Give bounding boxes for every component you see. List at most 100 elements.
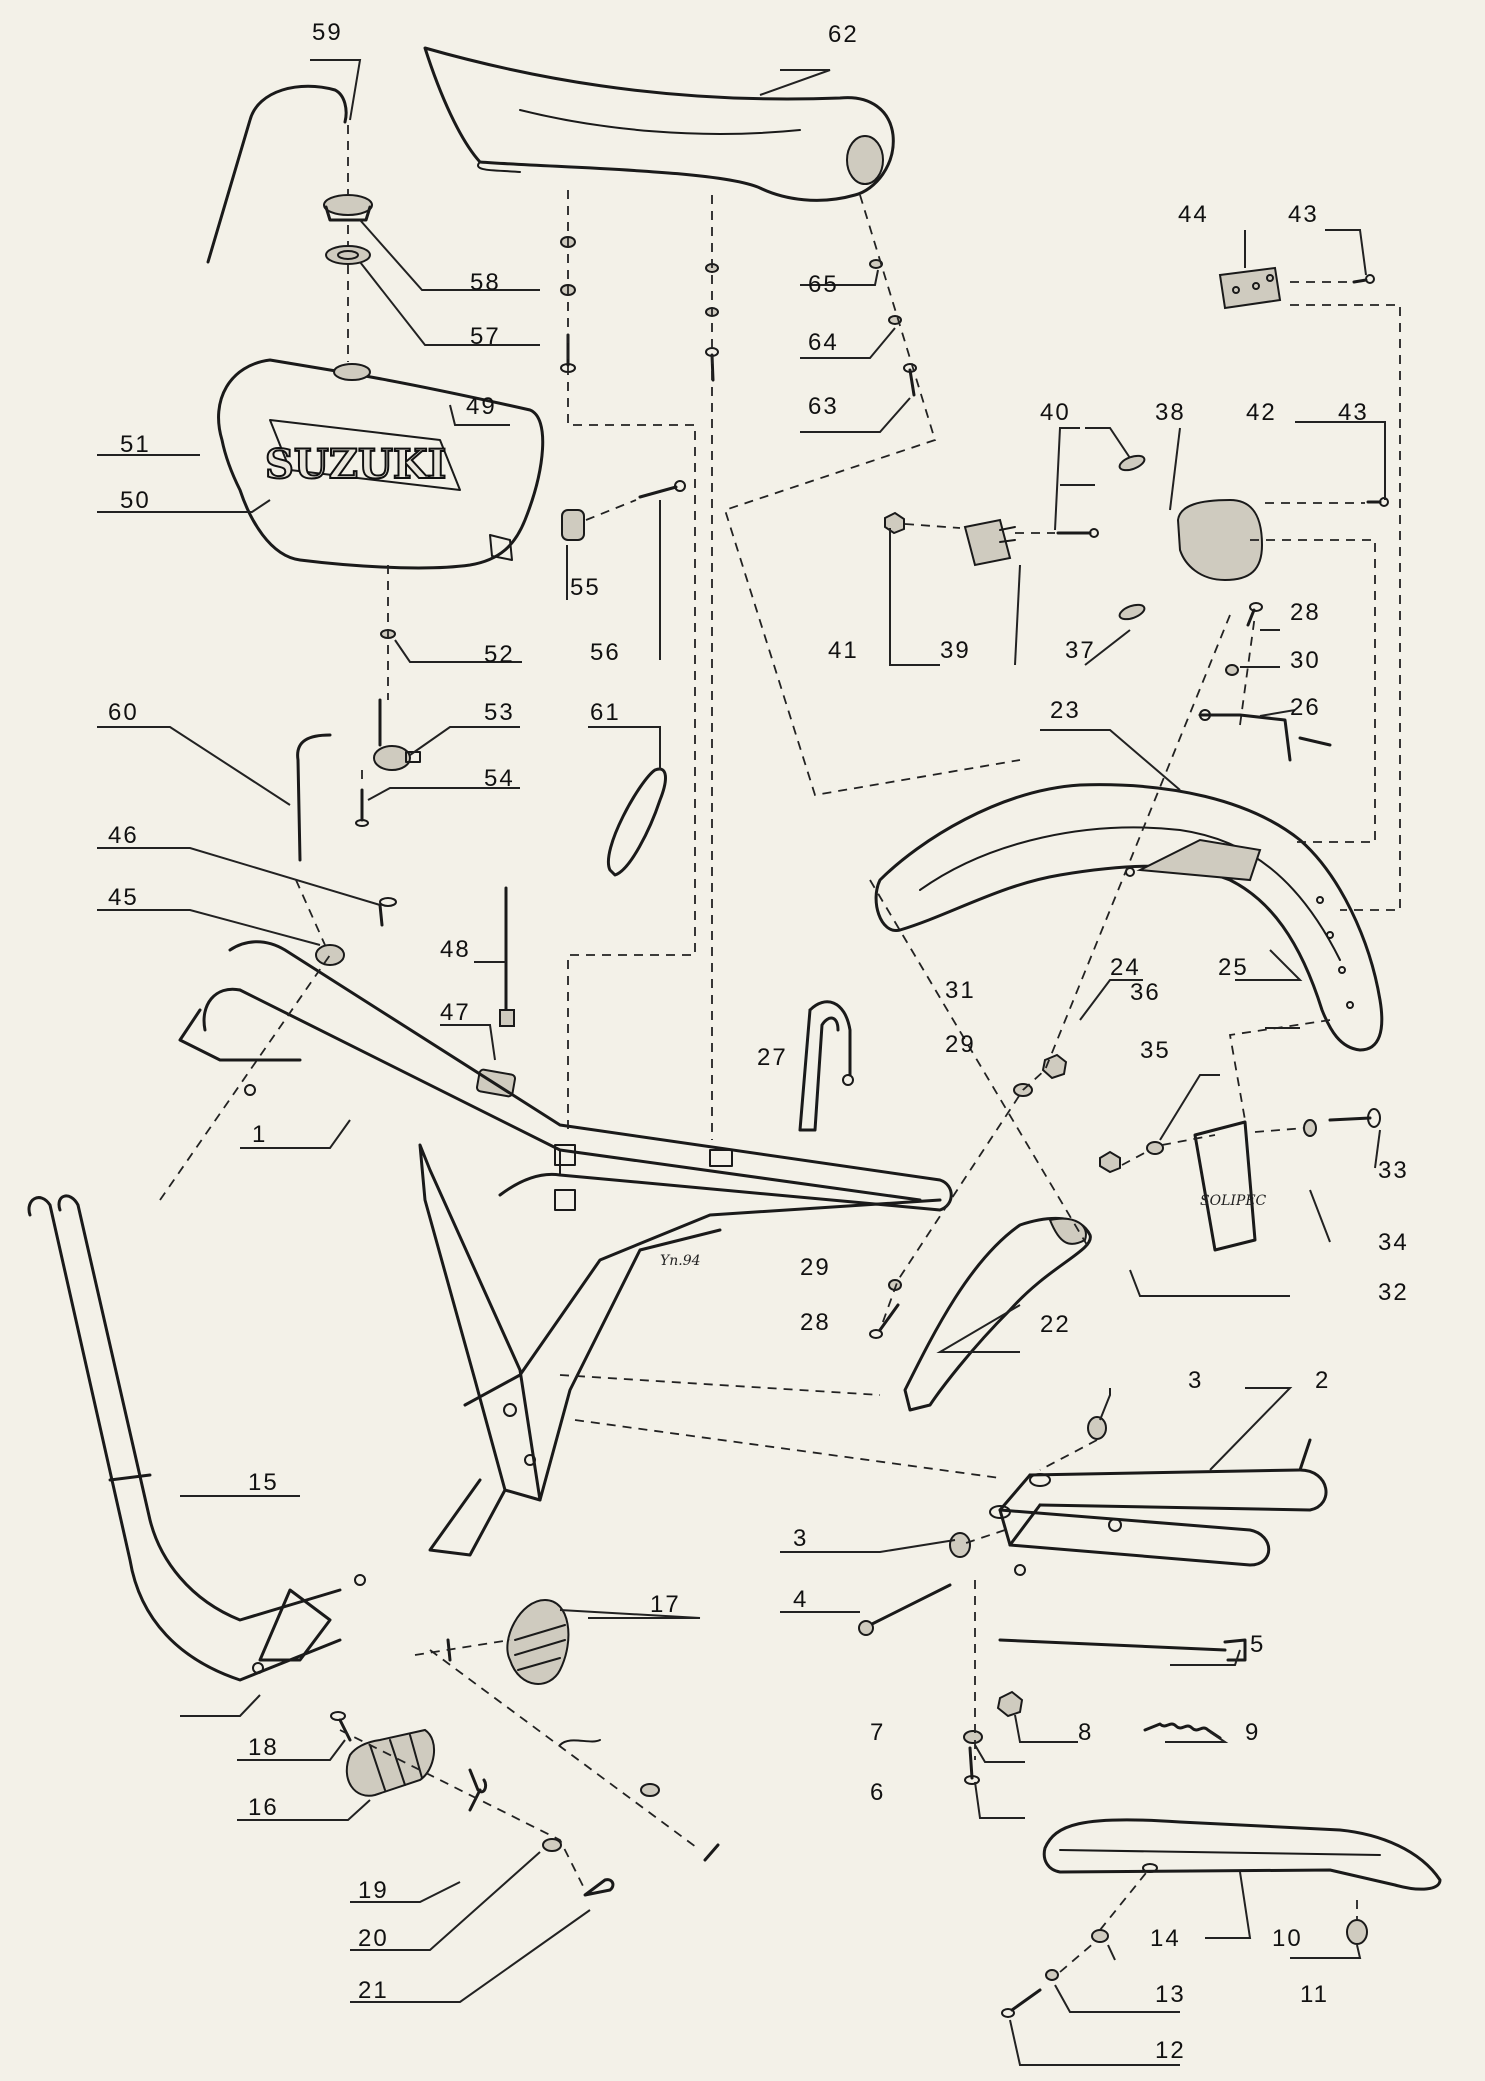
callout-3-lower: 3 <box>793 1525 808 1552</box>
cap-gasket <box>325 245 371 265</box>
cotter-pin <box>583 1878 615 1897</box>
callout-16: 16 <box>248 1794 279 1821</box>
callout-53: 53 <box>484 699 515 726</box>
callout-63: 63 <box>808 393 839 420</box>
callout-18: 18 <box>248 1734 279 1761</box>
bolt-6 <box>964 1746 980 1785</box>
callout-6: 6 <box>870 1779 885 1806</box>
callout-61: 61 <box>590 699 621 726</box>
callout-22: 22 <box>1040 1311 1071 1338</box>
footrest-cotter <box>703 1843 720 1862</box>
fuel-cock-screw <box>355 788 369 827</box>
callout-10: 10 <box>1272 1925 1303 1952</box>
bolt-12 <box>1001 1988 1042 2018</box>
washer-20 <box>542 1838 562 1852</box>
callout-28-upper: 28 <box>1290 599 1321 626</box>
callout-38: 38 <box>1155 399 1186 426</box>
callout-40: 40 <box>1040 399 1071 426</box>
callout-42: 42 <box>1246 399 1277 426</box>
footrest-washer <box>640 1783 660 1797</box>
bolt-33 <box>1328 1108 1381 1128</box>
fuel-hose <box>296 733 332 862</box>
tank-bolt <box>638 480 686 499</box>
callout-4: 4 <box>793 1586 808 1613</box>
callout-11: 11 <box>1300 1981 1329 2008</box>
washer-30 <box>1225 664 1239 676</box>
tail-lamp <box>1176 498 1264 582</box>
frame-bolt <box>378 897 397 927</box>
rubber-band <box>606 767 667 877</box>
callout-59: 59 <box>312 19 343 46</box>
main-frame: Yn.94 <box>178 940 953 1557</box>
callout-21: 21 <box>358 1977 389 2004</box>
callout-26: 26 <box>1290 694 1321 721</box>
bolt-28-upper <box>1246 602 1263 627</box>
callout-29-upper: 29 <box>945 1031 976 1058</box>
reflector-37 <box>1118 603 1146 621</box>
callout-41: 41 <box>828 637 859 664</box>
mud-flap: SOLIPEC <box>1193 1120 1267 1252</box>
callout-48: 48 <box>440 936 471 963</box>
callout-15: 15 <box>248 1469 279 1496</box>
footrest-spring <box>468 1768 488 1812</box>
washer-13 <box>1045 1969 1059 1981</box>
callout-55: 55 <box>570 574 601 601</box>
bolt-28-lower <box>869 1303 900 1339</box>
callout-45: 45 <box>108 884 139 911</box>
callout-14: 14 <box>1150 1925 1181 1952</box>
rear-fender <box>874 783 1384 1052</box>
nut-36 <box>1099 1150 1121 1174</box>
footrest-16 <box>345 1728 436 1797</box>
callout-19: 19 <box>358 1877 389 1904</box>
frame-signature: Yn.94 <box>660 1253 701 1269</box>
footrest-17 <box>506 1598 570 1685</box>
breather-hose <box>206 84 348 264</box>
callout-28-lower: 28 <box>800 1309 831 1336</box>
callout-5: 5 <box>1250 1631 1265 1658</box>
rod <box>499 886 515 1027</box>
callout-43-upper: 43 <box>1288 201 1319 228</box>
seat <box>423 46 895 202</box>
callout-43-lower: 43 <box>1338 399 1369 426</box>
callout-36: 36 <box>1130 979 1161 1006</box>
washer-34 <box>1303 1119 1317 1137</box>
callout-13: 13 <box>1155 1981 1186 2008</box>
callout-31: 31 <box>945 977 976 1004</box>
license-bracket <box>1218 266 1282 310</box>
callout-44: 44 <box>1178 201 1209 228</box>
seat-rear-bolt <box>903 363 917 397</box>
callout-60: 60 <box>108 699 139 726</box>
callout-2: 2 <box>1315 1367 1330 1394</box>
fuel-cock <box>373 698 421 771</box>
callout-30: 30 <box>1290 647 1321 674</box>
callout-25: 25 <box>1218 954 1249 981</box>
callout-32: 32 <box>1378 1279 1409 1306</box>
footrest-spring-small <box>559 1739 601 1746</box>
washer-7 <box>963 1730 983 1744</box>
callout-7: 7 <box>870 1719 885 1746</box>
callout-39: 39 <box>940 637 971 664</box>
callout-24: 24 <box>1110 954 1141 981</box>
washer-35 <box>1146 1141 1164 1155</box>
callout-23: 23 <box>1050 697 1081 724</box>
brake-rod <box>998 1638 1247 1662</box>
assembly-lines <box>159 125 1401 1973</box>
washer-14 <box>1091 1929 1109 1943</box>
leader-lines <box>97 59 1386 2066</box>
callout-9: 9 <box>1245 1719 1260 1746</box>
reflector-38 <box>1118 454 1146 472</box>
footrest-pin <box>330 1711 352 1742</box>
callout-57: 57 <box>470 323 501 350</box>
swing-arm <box>989 1438 1328 1576</box>
callout-29-lower: 29 <box>800 1254 831 1281</box>
callout-labels: 59 62 58 57 49 51 50 55 56 52 53 54 60 6… <box>108 19 1409 2064</box>
fender-stay <box>1198 709 1332 762</box>
mudflap-text: SOLIPEC <box>1200 1193 1267 1209</box>
callout-33: 33 <box>1378 1157 1409 1184</box>
bolt-40 <box>1056 528 1099 538</box>
bracket-27 <box>798 1000 854 1132</box>
callout-54: 54 <box>484 765 515 792</box>
callout-49: 49 <box>466 393 497 420</box>
callout-34: 34 <box>1378 1229 1409 1256</box>
